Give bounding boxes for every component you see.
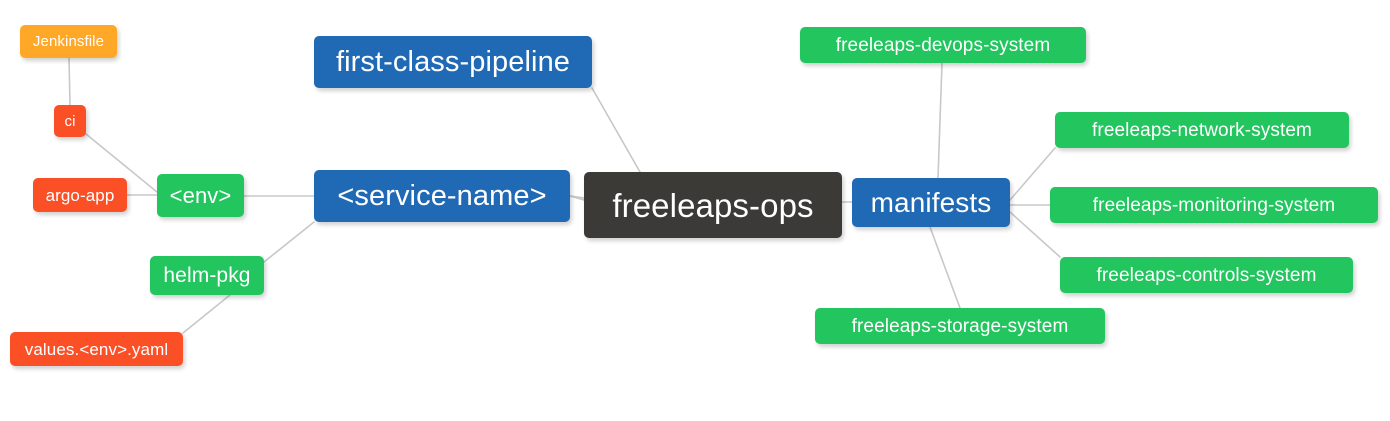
node-ci[interactable]: ci	[54, 105, 86, 137]
node-label-freeleaps-devops-system: freeleaps-devops-system	[835, 34, 1051, 56]
node-label-first-class-pipeline: first-class-pipeline	[335, 45, 571, 78]
node-service-name[interactable]: <service-name>	[314, 170, 570, 222]
edge-manifests-to-freeleaps-storage-system	[929, 226, 961, 309]
node-label-helm-pkg: helm-pkg	[163, 264, 251, 287]
edge-service-name-to-freeleaps-ops	[569, 195, 585, 199]
node-label-freeleaps-monitoring-system: freeleaps-monitoring-system	[1092, 194, 1336, 216]
node-label-service-name: <service-name>	[337, 179, 547, 212]
node-helm-pkg[interactable]: helm-pkg	[150, 256, 264, 295]
node-label-values-yaml: values.<env>.yaml	[24, 339, 169, 359]
node-freeleaps-network-system[interactable]: freeleaps-network-system	[1055, 112, 1349, 148]
node-freeleaps-storage-system[interactable]: freeleaps-storage-system	[815, 308, 1105, 344]
edge-manifests-to-freeleaps-devops-system	[937, 62, 943, 179]
node-jenkinsfile[interactable]: Jenkinsfile	[20, 25, 117, 58]
edge-manifests-to-freeleaps-network-system	[1009, 147, 1056, 201]
node-argo-app[interactable]: argo-app	[33, 178, 127, 212]
node-label-freeleaps-ops: freeleaps-ops	[612, 186, 814, 224]
edge-freeleaps-ops-to-first-class-pipeline	[569, 195, 585, 199]
node-values-yaml[interactable]: values.<env>.yaml	[10, 332, 183, 366]
edge-first-class-pipeline-to-freeleaps-ops	[591, 87, 641, 173]
node-first-class-pipeline[interactable]: first-class-pipeline	[314, 36, 592, 88]
node-label-ci: ci	[64, 112, 76, 130]
edge-freeleaps-ops-to-service-name	[569, 195, 585, 201]
node-freeleaps-devops-system[interactable]: freeleaps-devops-system	[800, 27, 1086, 63]
node-label-freeleaps-storage-system: freeleaps-storage-system	[851, 315, 1069, 337]
node-label-env: <env>	[169, 182, 232, 208]
node-label-freeleaps-network-system: freeleaps-network-system	[1092, 119, 1312, 141]
node-freeleaps-monitoring-system[interactable]: freeleaps-monitoring-system	[1050, 187, 1378, 223]
node-label-jenkinsfile: Jenkinsfile	[32, 33, 105, 50]
edge-service-name-to-helm-pkg	[263, 221, 315, 263]
node-label-manifests: manifests	[870, 186, 992, 218]
edge-helm-pkg-to-values-yaml	[182, 294, 231, 334]
node-env[interactable]: <env>	[157, 174, 244, 217]
node-freeleaps-ops[interactable]: freeleaps-ops	[584, 172, 842, 238]
node-label-freeleaps-controls-system: freeleaps-controls-system	[1096, 264, 1317, 286]
node-label-argo-app: argo-app	[45, 185, 115, 205]
node-manifests[interactable]: manifests	[852, 178, 1010, 227]
edge-ci-to-jenkinsfile	[68, 57, 71, 106]
node-freeleaps-controls-system[interactable]: freeleaps-controls-system	[1060, 257, 1353, 293]
